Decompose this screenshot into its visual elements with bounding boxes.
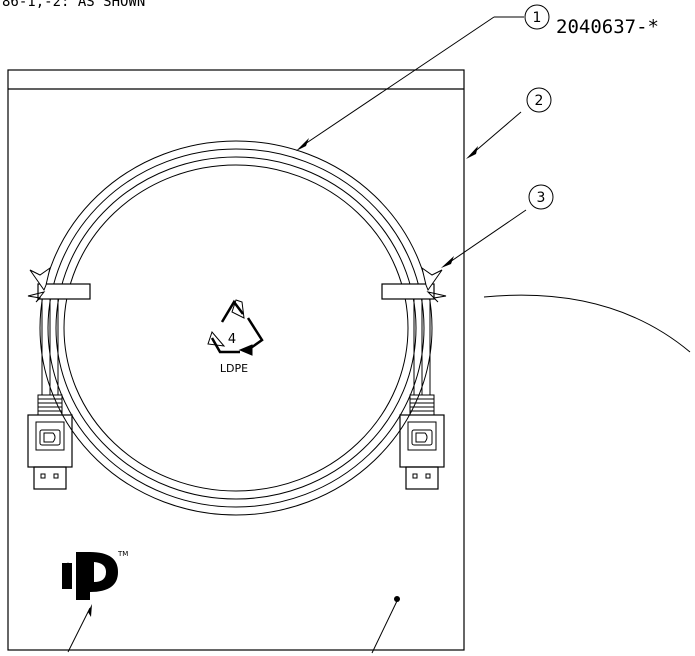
leader-line-1 [296, 16, 524, 151]
recycle-label: LDPE [220, 362, 248, 375]
logo-tm: TM [117, 550, 128, 558]
balloon-2: 2 [526, 87, 552, 113]
leader-line-logo [67, 604, 92, 653]
svg-text:2: 2 [535, 93, 544, 109]
svg-text:1: 1 [533, 10, 542, 26]
svg-text:3: 3 [537, 190, 546, 206]
cable-lead-left [41, 299, 59, 395]
leader-line-2 [466, 111, 522, 159]
connector-left [27, 394, 73, 490]
drawing-note: 86-1,-2: AS SHOWN [2, 0, 146, 10]
recycle-code: 4 [228, 332, 236, 347]
logo-certified-text: CERTIFIED [66, 562, 72, 588]
external-arc [483, 294, 691, 353]
recycle-symbol-icon [207, 299, 264, 356]
marker-dot [394, 596, 400, 602]
part-number: 2040637-* [556, 16, 659, 38]
cable-tie-left [27, 266, 91, 303]
leader-line-dot [371, 600, 398, 654]
leader-line-3 [441, 209, 527, 268]
cable-tie-right [381, 266, 447, 303]
bag-outline [7, 69, 465, 651]
balloon-1: 1 [524, 4, 550, 30]
cable-lead-right [413, 299, 431, 395]
cable-coil [39, 140, 433, 516]
connector-right [399, 394, 445, 490]
balloon-3: 3 [528, 184, 554, 210]
displayport-logo [62, 552, 118, 600]
